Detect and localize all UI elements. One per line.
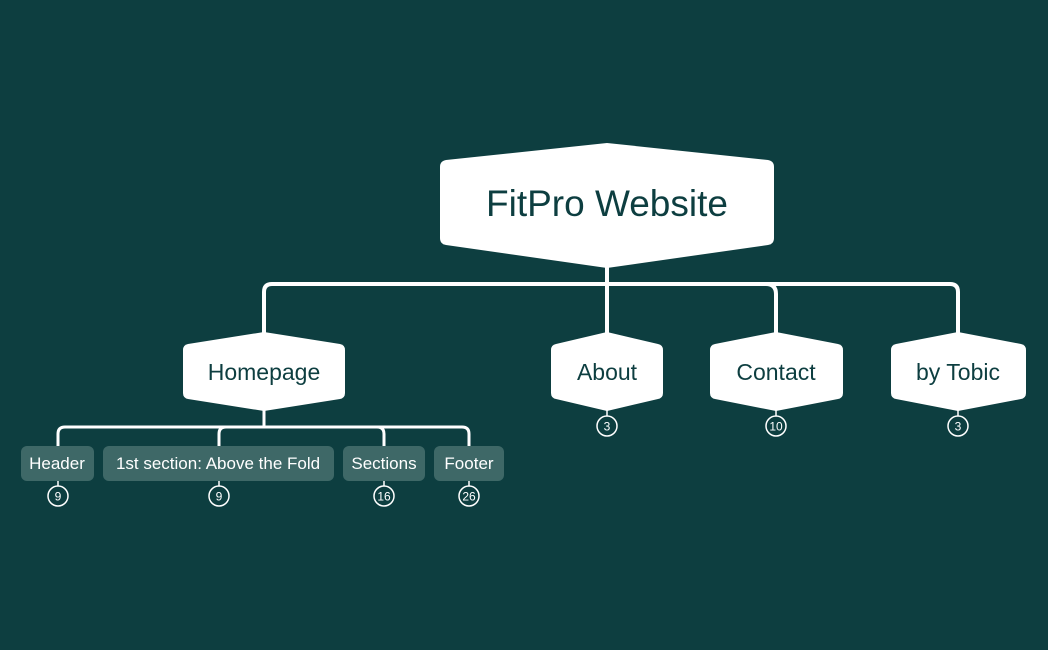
connector-lines	[262, 260, 960, 338]
by-tobic-count-badge: 3	[947, 415, 969, 437]
page-node-about[interactable]: About	[551, 332, 663, 411]
section-node-above-fold[interactable]: 1st section: Above the Fold	[103, 446, 334, 481]
homepage-node-shape	[183, 332, 345, 411]
header-section-box	[21, 446, 94, 481]
sections-badge-circle	[373, 485, 395, 507]
above-fold-section-label: 1st section: Above the Fold	[116, 454, 320, 473]
header-badge-value: 9	[55, 490, 62, 504]
footer-count-badge: 26	[458, 485, 480, 507]
footer-badge-circle	[458, 485, 480, 507]
sections-connector	[375, 425, 386, 449]
sections-count-badge: 16	[373, 485, 395, 507]
about-badge-value: 3	[604, 420, 611, 434]
section-node-footer[interactable]: Footer	[434, 446, 504, 481]
above-fold-section-box	[103, 446, 334, 481]
about-node-label: About	[577, 359, 638, 385]
footer-badge-value: 26	[462, 490, 476, 504]
section-node-sections[interactable]: Sections	[343, 446, 425, 481]
by-tobic-node-shape	[891, 332, 1026, 411]
sections-section-label: Sections	[351, 454, 416, 473]
header-badge-circle	[47, 485, 69, 507]
contact-badge-circle	[765, 415, 787, 437]
section-node-header[interactable]: Header	[21, 446, 94, 481]
root-node-label: FitPro Website	[486, 183, 728, 224]
by-tobic-badge-value: 3	[955, 420, 962, 434]
above-fold-connector	[217, 425, 228, 449]
above-fold-badge-value: 9	[216, 490, 223, 504]
contact-node-shape	[710, 332, 843, 411]
page-node-by-tobic[interactable]: by Tobic	[891, 332, 1026, 411]
sections-badge-value: 16	[377, 490, 391, 504]
root-node-shape	[440, 143, 774, 268]
above-fold-badge-circle	[208, 485, 230, 507]
about-count-badge: 3	[596, 415, 618, 437]
section-connector-lines	[56, 404, 471, 449]
sections-section-box	[343, 446, 425, 481]
page-node-contact[interactable]: Contact	[710, 332, 843, 411]
contact-node-label: Contact	[736, 359, 816, 385]
header-section-label: Header	[29, 454, 85, 473]
section-bus-line	[56, 425, 471, 449]
root-node[interactable]: FitPro Website	[440, 143, 774, 268]
footer-section-label: Footer	[444, 454, 493, 473]
page-node-homepage[interactable]: Homepage	[183, 332, 345, 411]
above-fold-count-badge: 9	[208, 485, 230, 507]
contact-connector	[764, 282, 778, 338]
count-badges: 3 10 3 9 9 16 26	[47, 415, 969, 507]
contact-count-badge: 10	[765, 415, 787, 437]
homepage-node-label: Homepage	[208, 359, 321, 385]
about-node-shape	[551, 332, 663, 411]
header-count-badge: 9	[47, 485, 69, 507]
main-bus-line	[262, 282, 960, 338]
about-badge-circle	[596, 415, 618, 437]
footer-section-box	[434, 446, 504, 481]
by-tobic-badge-circle	[947, 415, 969, 437]
by-tobic-node-label: by Tobic	[916, 359, 1000, 385]
contact-badge-value: 10	[769, 420, 783, 434]
